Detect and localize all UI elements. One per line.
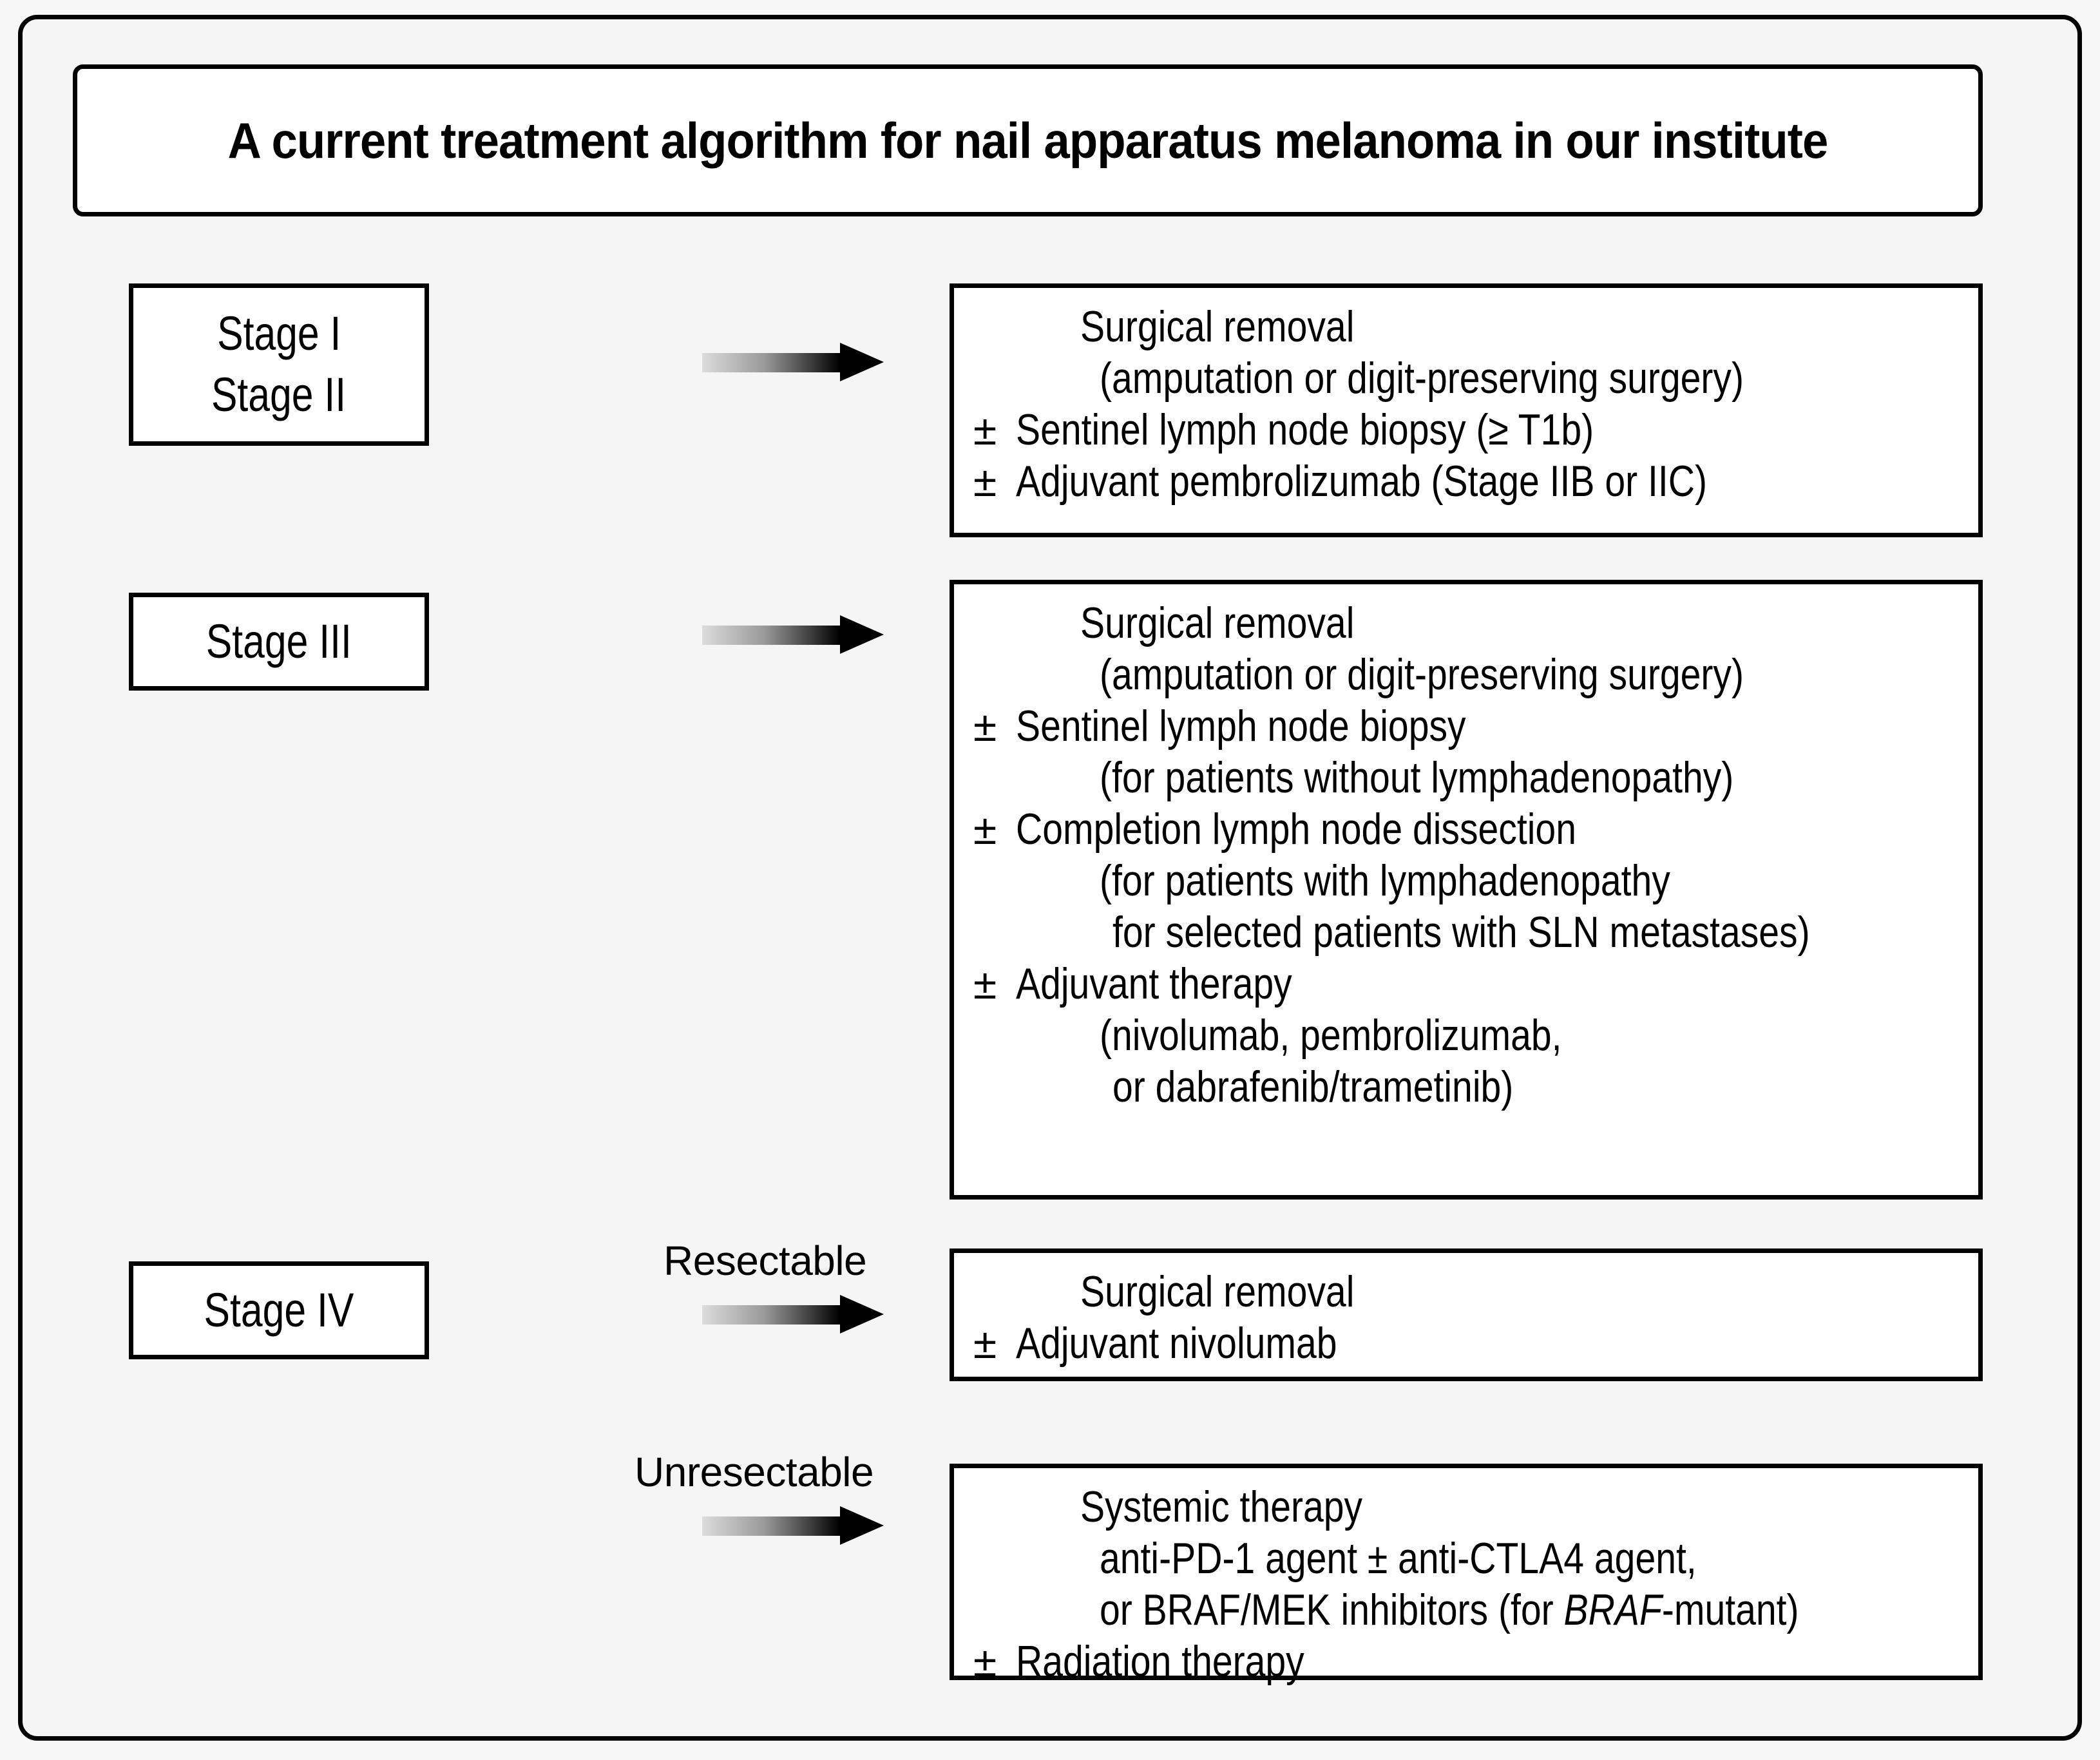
treatment-line: ± Sentinel lymph node biopsy	[954, 704, 1978, 756]
treatment-line: ± Adjuvant therapy	[954, 962, 1978, 1013]
treatment-text: (for patients without lymphadenopathy)	[1100, 753, 1734, 802]
treatment-text: Adjuvant therapy	[1016, 959, 1292, 1008]
plus-minus-marker: ±	[973, 960, 997, 1008]
treatment-line: (nivolumab, pembrolizumab,	[954, 1013, 1978, 1065]
arrow-stage-4-resectable	[702, 1295, 884, 1334]
arrow-shaft	[702, 1516, 840, 1536]
treatment-text: Adjuvant nivolumab	[1016, 1319, 1337, 1368]
stage-box-stage-1-2: Stage I Stage II	[129, 283, 429, 446]
treatment-text: Sentinel lymph node biopsy	[1016, 702, 1466, 751]
stage-box-stage-4: Stage IV	[129, 1261, 429, 1359]
arrow-head	[840, 615, 884, 654]
treatment-line: ± Radiation therapy	[954, 1640, 1978, 1691]
treatment-text: Surgical removal	[1080, 302, 1355, 351]
stage-box-stage-3: Stage III	[129, 593, 429, 691]
arrow-shaft	[702, 353, 840, 372]
treatment-line: Surgical removal	[954, 1270, 1978, 1321]
plus-minus-marker: ±	[973, 1638, 997, 1685]
stage-label-stage-3: Stage III	[205, 614, 352, 668]
arrow-shaft	[702, 626, 840, 645]
treatment-text: Sentinel lymph node biopsy (≥ T1b)	[1016, 405, 1594, 454]
treatment-text: for selected patients with SLN metastase…	[1112, 908, 1810, 957]
stage-label-stage-1: Stage I	[216, 307, 341, 361]
treatment-box-stage-4-resectable: Surgical removal ± Adjuvant nivolumab	[950, 1248, 1983, 1381]
treatment-line: anti-PD-1 agent ± anti-CTLA4 agent,	[954, 1536, 1978, 1588]
gene-name-braf: BRAF	[1563, 1585, 1662, 1634]
figure-title-box: A current treatment algorithm for nail a…	[73, 64, 1983, 216]
arrow-label-resectable: Resectable	[663, 1238, 867, 1284]
arrow-stage-4-unresectable	[702, 1506, 884, 1545]
treatment-text: (nivolumab, pembrolizumab,	[1100, 1011, 1562, 1060]
arrow-stage-1-2-to-treatment	[702, 343, 884, 381]
treatment-line: Surgical removal	[954, 601, 1978, 653]
treatment-line: ± Adjuvant nivolumab	[954, 1321, 1978, 1373]
figure-title: A current treatment algorithm for nail a…	[227, 111, 1829, 169]
treatment-line: Surgical removal	[954, 305, 1978, 356]
treatment-line: ± Completion lymph node dissection	[954, 807, 1978, 859]
treatment-line: (amputation or digit-preserving surgery)	[954, 653, 1978, 704]
plus-minus-marker: ±	[973, 805, 997, 853]
plus-minus-marker: ±	[973, 702, 997, 750]
arrow-label-unresectable: Unresectable	[635, 1449, 874, 1495]
treatment-line: (for patients without lymphadenopathy)	[954, 756, 1978, 807]
treatment-text: (amputation or digit-preserving surgery)	[1100, 650, 1744, 699]
treatment-text: or dabrafenib/trametinib)	[1112, 1062, 1514, 1111]
treatment-text: Surgical removal	[1080, 598, 1355, 647]
treatment-line: (for patients with lymphadenopathy	[954, 859, 1978, 910]
treatment-line: ± Sentinel lymph node biopsy (≥ T1b)	[954, 408, 1978, 459]
treatment-text: Systemic therapy	[1080, 1482, 1363, 1531]
treatment-text: anti-PD-1 agent ± anti-CTLA4 agent,	[1100, 1534, 1697, 1583]
plus-minus-marker: ±	[973, 457, 997, 505]
treatment-text: Adjuvant pembrolizumab (Stage IIB or IIC…	[1016, 457, 1708, 506]
treatment-box-stage-3: Surgical removal (amputation or digit-pr…	[950, 580, 1983, 1200]
treatment-line: (amputation or digit-preserving surgery)	[954, 356, 1978, 408]
treatment-text: Surgical removal	[1080, 1267, 1355, 1316]
treatment-text: (amputation or digit-preserving surgery)	[1100, 354, 1744, 403]
stage-label-stage-4: Stage IV	[204, 1283, 354, 1337]
arrow-stage-3-to-treatment	[702, 615, 884, 654]
plus-minus-marker: ±	[973, 406, 997, 454]
treatment-box-stage-4-unresectable: Systemic therapy anti-PD-1 agent ± anti-…	[950, 1464, 1983, 1683]
plus-minus-marker: ±	[973, 1319, 997, 1367]
treatment-text-braf-line: or BRAF/MEK inhibitors (for BRAF-mutant)	[1100, 1588, 1799, 1632]
treatment-box-stage-1-2: Surgical removal (amputation or digit-pr…	[950, 283, 1983, 537]
treatment-text-pre: or BRAF/MEK inhibitors (for	[1100, 1585, 1564, 1634]
treatment-line: or dabrafenib/trametinib)	[954, 1065, 1978, 1116]
treatment-line: Systemic therapy	[954, 1485, 1978, 1536]
treatment-text: Radiation therapy	[1016, 1637, 1304, 1686]
treatment-line: for selected patients with SLN metastase…	[954, 910, 1978, 962]
treatment-text: Completion lymph node dissection	[1016, 805, 1576, 854]
arrow-shaft	[702, 1305, 840, 1325]
treatment-line: ± Adjuvant pembrolizumab (Stage IIB or I…	[954, 459, 1978, 511]
arrow-head	[840, 1295, 884, 1334]
stage-label-stage-2: Stage II	[211, 368, 347, 421]
treatment-text-post: -mutant)	[1661, 1585, 1799, 1634]
arrow-head	[840, 1506, 884, 1545]
arrow-head	[840, 343, 884, 381]
treatment-text: (for patients with lymphadenopathy	[1100, 856, 1670, 905]
treatment-line: or BRAF/MEK inhibitors (for BRAF-mutant)	[954, 1588, 1978, 1640]
